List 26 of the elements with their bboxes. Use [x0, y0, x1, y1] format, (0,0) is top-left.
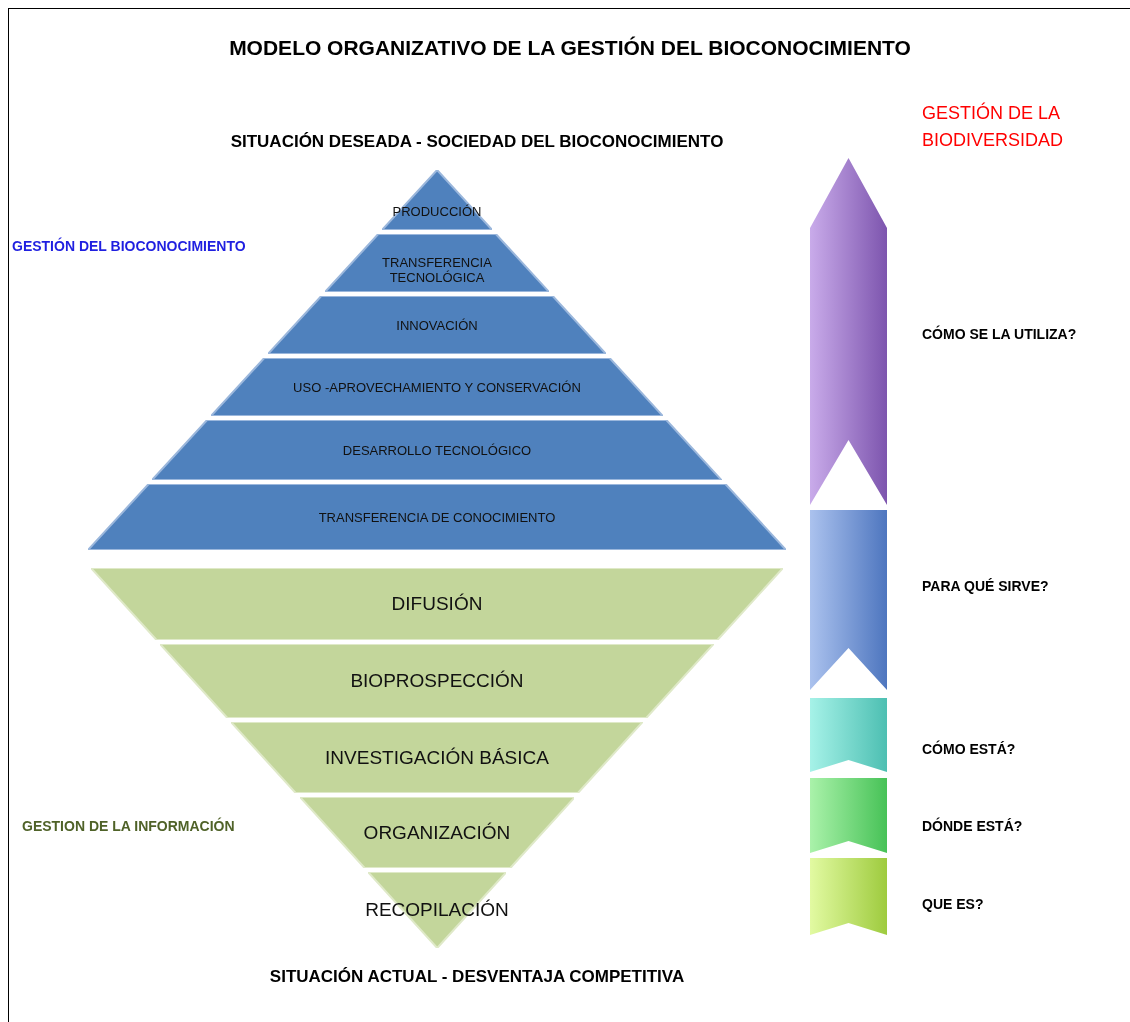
chevron-ribbon	[810, 698, 887, 772]
chevron-ribbon	[810, 778, 887, 853]
chevron-ribbon	[810, 510, 887, 690]
pyramid-level: USO -APROVECHAMIENTO Y CONSERVACIÓN	[211, 358, 663, 416]
pyramid-level: ORGANIZACIÓN	[299, 797, 575, 868]
diagram-title: MODELO ORGANIZATIVO DE LA GESTIÓN DEL BIOCONOCIMIENTO	[228, 36, 912, 60]
top-heading: SITUACIÓN DESEADA - SOCIEDAD DEL BIOCONOCIMIENTO	[229, 132, 725, 152]
section-label: GESTIÓN DEL BIOCONOCIMIENTO	[12, 238, 246, 254]
question-label: QUE ES?	[922, 896, 984, 912]
bottom-heading: SITUACIÓN ACTUAL - DESVENTAJA COMPETITIVA	[268, 967, 686, 987]
section-label: GESTION DE LA INFORMACIÓN	[22, 818, 235, 834]
pyramid-level: RECOPILACIÓN	[367, 872, 507, 948]
pyramid-level: INVESTIGACIÓN BÁSICA	[231, 722, 643, 793]
pyramid-level: BIOPROSPECCIÓN	[160, 644, 714, 718]
pyramid-level: INNOVACIÓN	[268, 296, 606, 354]
chevron-ribbon	[810, 858, 887, 935]
question-label: CÓMO ESTÁ?	[922, 741, 1016, 757]
pyramid-level: TRANSFERENCIA DE CONOCIMIENTO	[88, 484, 786, 550]
question-label: CÓMO SE LA UTILIZA?	[922, 326, 1077, 342]
up-arrow	[810, 158, 887, 505]
pyramid-level: TRANSFERENCIA TECNOLÓGICA	[324, 234, 550, 292]
pyramid-level: DIFUSIÓN	[91, 568, 783, 640]
question-label: DÓNDE ESTÁ?	[922, 818, 1023, 834]
question-label: PARA QUÉ SIRVE?	[922, 578, 1049, 594]
side-heading: GESTIÓN DE LA BIODIVERSIDAD	[922, 101, 1065, 152]
pyramid-level: DESARROLLO TECNOLÓGICO	[152, 420, 722, 480]
